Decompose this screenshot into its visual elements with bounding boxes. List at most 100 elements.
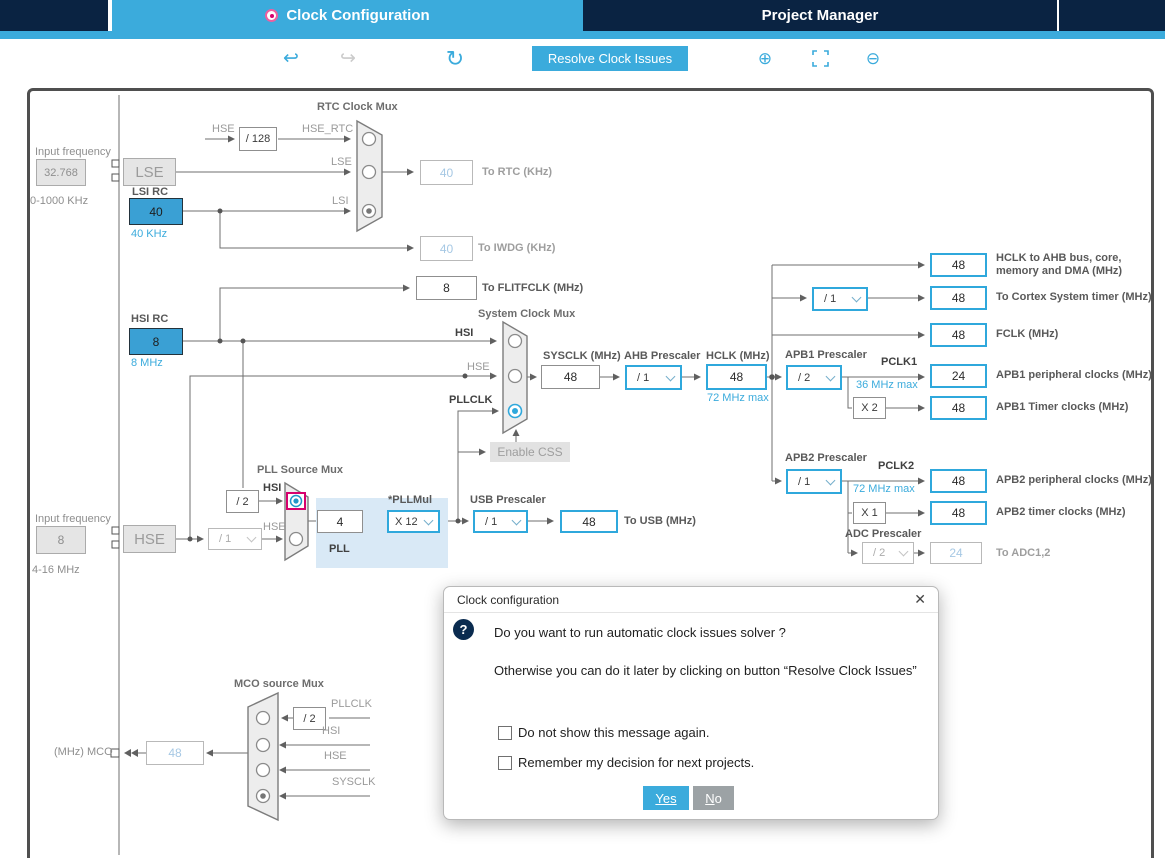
do-not-show-again-checkbox[interactable] xyxy=(498,726,512,740)
apb1-prescaler-label: APB1 Prescaler xyxy=(785,349,867,361)
ahb-prescaler-dropdown[interactable]: / 1 xyxy=(625,365,682,390)
hse-input-frequency-range: 4-16 MHz xyxy=(32,564,80,576)
pll-source-mux-title: PLL Source Mux xyxy=(257,464,343,476)
fit-view-icon[interactable] xyxy=(809,46,831,71)
resolve-clock-issues-button[interactable]: Resolve Clock Issues xyxy=(532,46,688,71)
apb2-prescaler-label: APB2 Prescaler xyxy=(785,452,867,464)
to-rtc-label: To RTC (KHz) xyxy=(482,166,553,178)
chevron-down-icon xyxy=(511,515,522,525)
apb2-timer-output-label: APB2 timer clocks (MHz) xyxy=(996,506,1126,518)
lsi-rc-box[interactable]: 40 xyxy=(129,198,183,225)
yes-button[interactable]: Yes xyxy=(643,786,689,810)
clock-configuration-dialog: Clock configuration ✕ ? Do you want to r… xyxy=(443,586,939,820)
tab-clock-configuration[interactable]: Clock Configuration xyxy=(112,0,583,31)
to-iwdg-value-box: 40 xyxy=(420,236,473,261)
usb-output-box[interactable]: 48 xyxy=(560,510,618,533)
pll-hse-signal-label: HSE xyxy=(263,521,286,533)
hclk-ahb-output-label-2: memory and DMA (MHz) xyxy=(996,265,1123,277)
pclk1-label: PCLK1 xyxy=(881,356,918,368)
cortex-timer-output-label: To Cortex System timer (MHz) xyxy=(996,291,1152,303)
tab-pinout-partial[interactable] xyxy=(0,0,110,31)
pclk2-label: PCLK2 xyxy=(878,460,915,472)
system-clock-mux-title: System Clock Mux xyxy=(478,308,576,320)
hclk-value-box[interactable]: 48 xyxy=(706,364,767,390)
apb2-prescaler-dropdown[interactable]: / 1 xyxy=(786,469,842,494)
tab-project-manager[interactable]: Project Manager xyxy=(583,0,1057,31)
enable-css-button: Enable CSS xyxy=(490,442,570,462)
rtc-mux-radio-lse[interactable] xyxy=(361,164,377,180)
hsi-rc-box[interactable]: 8 xyxy=(129,328,183,355)
mco-mux-radio-pllclk[interactable] xyxy=(255,710,271,726)
rtc-lsi-signal-label: LSI xyxy=(332,195,349,207)
apb1-peripheral-output-box: 24 xyxy=(930,364,987,388)
hclk-ahb-output-box: 48 xyxy=(930,253,987,277)
usb-output-label: To USB (MHz) xyxy=(624,515,696,527)
lsi-rc-frequency: 40 KHz xyxy=(131,228,168,240)
apb2-timer-output-box: 48 xyxy=(930,501,987,525)
mco-mux-radio-hsi[interactable] xyxy=(255,737,271,753)
zoom-out-icon[interactable]: ⊖ xyxy=(865,49,881,68)
adc-output-label: To ADC1,2 xyxy=(996,547,1051,559)
rtc-mux-radio-hse-rtc[interactable] xyxy=(361,131,377,147)
mco-mux-radio-hse[interactable] xyxy=(255,762,271,778)
apb1-prescaler-dropdown[interactable]: / 2 xyxy=(786,365,842,390)
mco-hsi-signal-label: HSI xyxy=(322,725,341,737)
redo-icon[interactable]: ↪ xyxy=(340,48,356,69)
pllmul-dropdown[interactable]: X 12 xyxy=(387,510,440,533)
undo-icon[interactable]: ↩ xyxy=(283,48,299,69)
tab-project-manager-label: Project Manager xyxy=(761,7,879,24)
adc-output-box: 24 xyxy=(930,542,982,564)
hclk-max-label: 72 MHz max xyxy=(707,392,769,404)
pll-mux-radio-hse[interactable] xyxy=(288,531,304,547)
tab-accent-strip xyxy=(0,31,1165,39)
sys-mux-radio-hse[interactable] xyxy=(507,368,523,384)
rtc-hse-signal-label: HSE xyxy=(212,123,235,135)
pll-input-value-box: 4 xyxy=(317,510,363,533)
do-not-show-again-label: Do not show this message again. xyxy=(518,725,710,740)
remember-decision-checkbox[interactable] xyxy=(498,756,512,770)
adc-prescaler-label: ADC Prescaler xyxy=(845,528,922,540)
apb1-peripheral-output-label: APB1 peripheral clocks (MHz) xyxy=(996,369,1152,381)
hse-div128-box: / 128 xyxy=(239,127,277,151)
chevron-down-icon xyxy=(898,546,909,557)
mco-source-mux-title: MCO source Mux xyxy=(234,678,324,690)
lse-input-frequency-range: 0-1000 KHz xyxy=(30,195,89,207)
apb1-timer-output-box: 48 xyxy=(930,396,987,420)
tab-clock-configuration-label: Clock Configuration xyxy=(286,7,430,24)
cortex-timer-output-box: 48 xyxy=(930,286,987,310)
cortex-prescaler-dropdown[interactable]: / 1 xyxy=(812,287,868,311)
pllmul-label: *PLLMul xyxy=(388,494,432,506)
mco-hse-signal-label: HSE xyxy=(324,750,347,762)
dialog-titlebar[interactable]: Clock configuration ✕ xyxy=(444,587,938,613)
sys-hse-signal-label: HSE xyxy=(467,361,490,373)
dialog-message-line1: Do you want to run automatic clock issue… xyxy=(494,625,786,640)
hse-input-frequency-label: Input frequency xyxy=(35,513,111,525)
lsi-rc-label: LSI RC xyxy=(132,186,169,198)
chevron-down-icon xyxy=(423,515,434,525)
hse-source-box: HSE xyxy=(123,525,176,553)
sys-pllclk-signal-label: PLLCLK xyxy=(449,394,493,406)
chevron-down-icon xyxy=(851,292,862,303)
apb1-max-label: 36 MHz max xyxy=(856,379,918,391)
reset-icon[interactable]: ↻ xyxy=(445,45,465,71)
zoom-in-icon[interactable]: ⊕ xyxy=(757,49,773,68)
pll-block-background xyxy=(316,498,448,568)
dialog-message-line2: Otherwise you can do it later by clickin… xyxy=(494,663,917,678)
fclk-output-box: 48 xyxy=(930,323,987,347)
apb2-peripheral-output-label: APB2 peripheral clocks (MHz) xyxy=(996,474,1152,486)
apb2-peripheral-output-box: 48 xyxy=(930,469,987,493)
lse-input-frequency-field: 32.768 xyxy=(36,159,86,186)
sys-mux-radio-hsi[interactable] xyxy=(507,333,523,349)
lse-source-box: LSE xyxy=(123,158,176,186)
adc-prescaler-dropdown: / 2 xyxy=(862,542,914,564)
dialog-title: Clock configuration xyxy=(457,593,560,607)
no-button[interactable]: No xyxy=(693,786,734,810)
to-flitfclk-label: To FLITFCLK (MHz) xyxy=(482,282,584,294)
chevron-down-icon xyxy=(825,475,836,485)
usb-prescaler-dropdown[interactable]: / 1 xyxy=(473,510,528,533)
hclk-ahb-output-label-1: HCLK to AHB bus, core, xyxy=(996,252,1122,264)
close-icon[interactable]: ✕ xyxy=(914,591,926,607)
tab-tools-partial[interactable] xyxy=(1059,0,1165,31)
lse-input-frequency-label: Input frequency xyxy=(35,146,111,158)
